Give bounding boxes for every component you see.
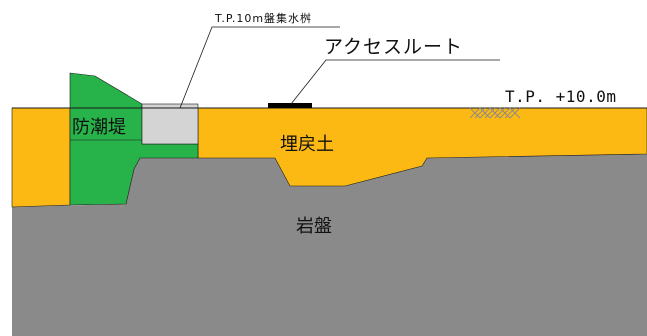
catch-basin — [141, 103, 199, 145]
bedrock-label: 岩盤 — [296, 216, 332, 237]
elevation-label: T.P. +10.0m — [505, 87, 616, 106]
seawall-label: 防潮堤 — [72, 117, 126, 138]
backfill-label: 埋戻土 — [280, 134, 334, 155]
seawall-structure — [69, 72, 199, 206]
access-route-leader-line — [290, 59, 500, 105]
catch-basin-leader-line — [179, 26, 340, 109]
access-route-bar — [268, 103, 312, 108]
bedrock-layer — [12, 154, 647, 336]
bedrock-fill-under-wall — [12, 204, 126, 336]
ground-hatch-icon — [469, 107, 521, 119]
backfill-layer-left — [11, 107, 71, 208]
catch-basin-label: T.P.10m盤集水桝 — [214, 11, 312, 25]
access-route-label: アクセスルート — [324, 36, 463, 58]
backfill-layer-main — [197, 107, 647, 187]
